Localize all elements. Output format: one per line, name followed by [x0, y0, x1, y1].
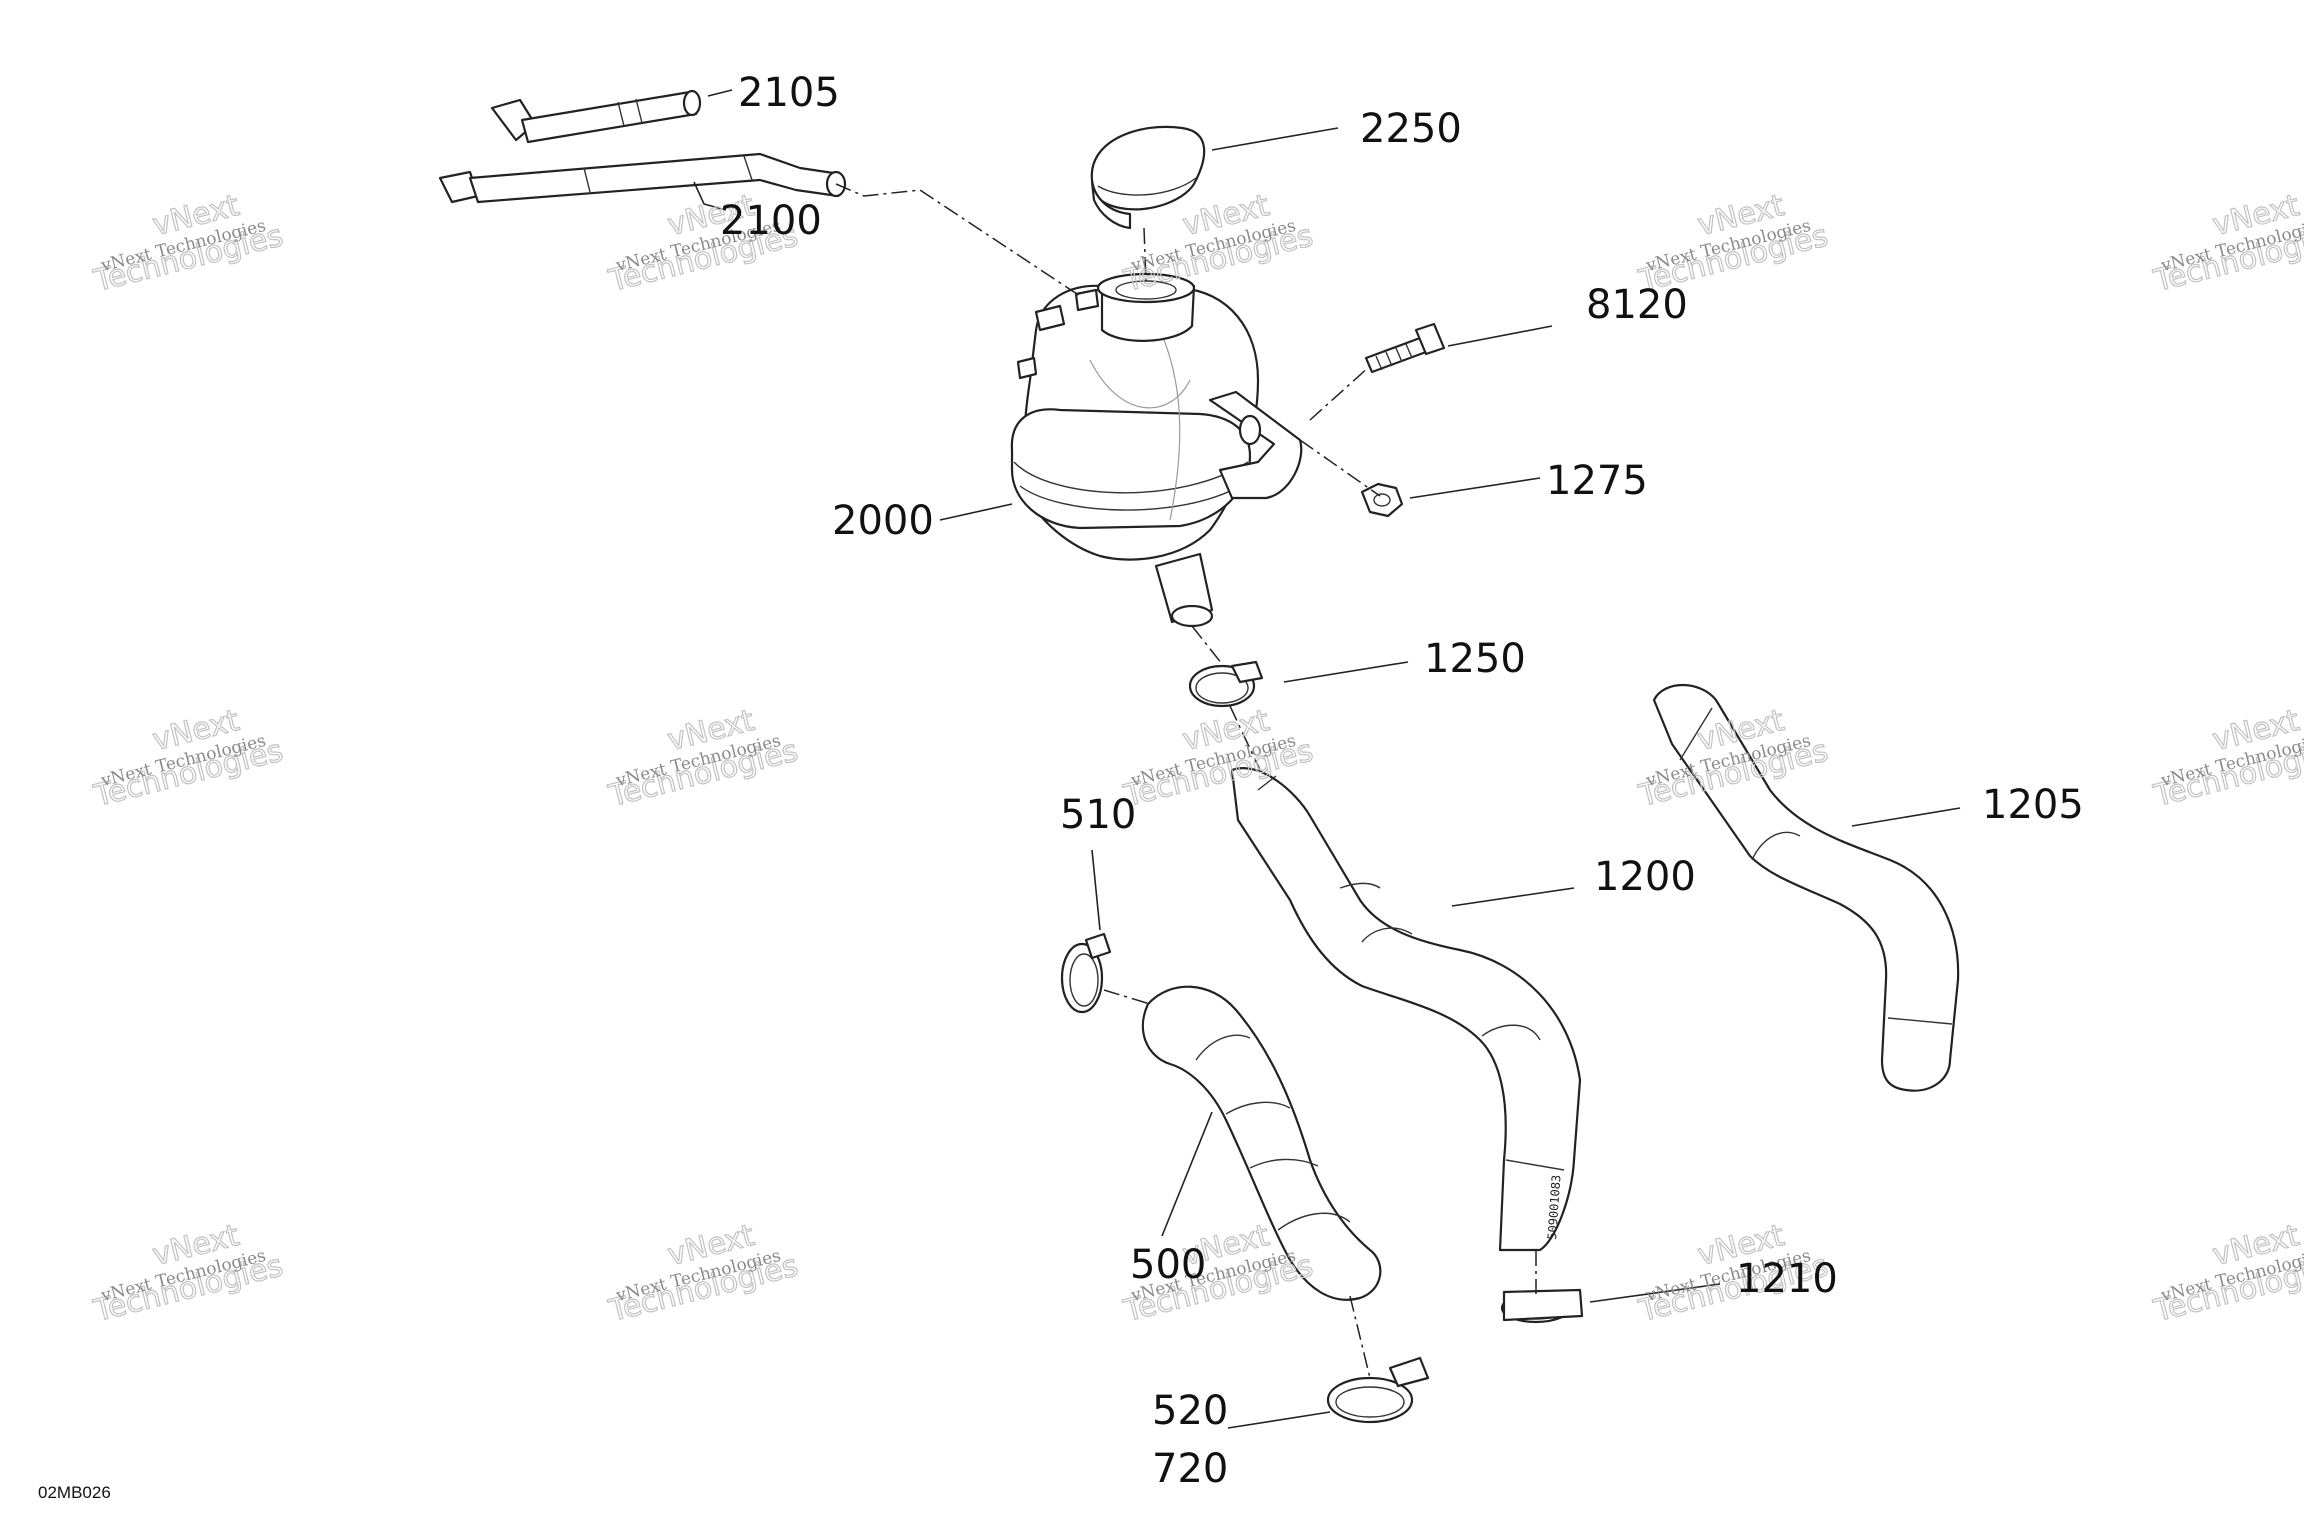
label-2100: 2100	[720, 198, 822, 244]
label-8120: 8120	[1586, 282, 1688, 328]
label-500: 500	[1130, 1242, 1206, 1288]
hose-2100-drawing	[438, 152, 847, 204]
label-510: 510	[1060, 792, 1136, 838]
hose-1205-drawing	[1652, 683, 1960, 1092]
hose-1200-drawing	[1230, 767, 1582, 1252]
clamp-520-drawing	[1326, 1356, 1430, 1424]
leader-lines	[693, 89, 1961, 1429]
part-labels: 2105 2100 2250 8120 1275 2000 1250 510 1…	[720, 70, 2084, 1492]
cap-2250-drawing	[1090, 125, 1206, 230]
assembly-axes	[835, 183, 1537, 1379]
label-720: 720	[1152, 1446, 1228, 1492]
label-1200: 1200	[1594, 854, 1696, 900]
clamp-510-drawing	[1060, 932, 1112, 1014]
label-1250: 1250	[1424, 636, 1526, 682]
hose-500-drawing	[1141, 985, 1382, 1301]
clamp-1210-drawing	[1500, 1288, 1584, 1324]
label-2105: 2105	[738, 70, 840, 116]
label-1205: 1205	[1982, 782, 2084, 828]
bolt-8120-drawing	[1364, 322, 1446, 374]
label-1210: 1210	[1736, 1256, 1838, 1302]
label-2000: 2000	[832, 498, 934, 544]
label-2250: 2250	[1360, 106, 1462, 152]
nut-1275-drawing	[1360, 482, 1404, 518]
tank-2000-drawing	[1010, 272, 1303, 628]
label-520: 520	[1152, 1388, 1228, 1434]
hose-marking: 509001083	[1545, 1174, 1564, 1240]
document-code: 02MB026	[38, 1483, 111, 1502]
clamp-1250-drawing	[1188, 660, 1264, 708]
label-1275: 1275	[1546, 458, 1648, 504]
hose-2105-drawing	[490, 89, 702, 144]
